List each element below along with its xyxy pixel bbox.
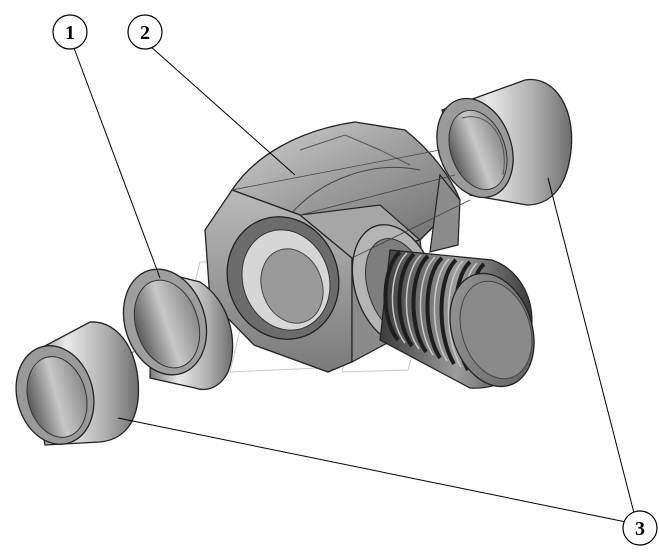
seal-ring	[122, 268, 234, 391]
fitting-body	[204, 121, 535, 389]
callout-2-label: 2	[140, 22, 150, 44]
callout-1-label: 1	[65, 22, 75, 44]
bushing-ring-left	[15, 321, 140, 446]
callout-1: 1	[52, 14, 88, 50]
callout-3-label: 3	[635, 518, 645, 540]
bushing-ring-right	[436, 78, 573, 206]
callout-3: 3	[622, 510, 658, 546]
callout-2: 2	[127, 14, 163, 50]
construction-lines	[231, 149, 471, 259]
leader-lines	[73, 45, 635, 523]
